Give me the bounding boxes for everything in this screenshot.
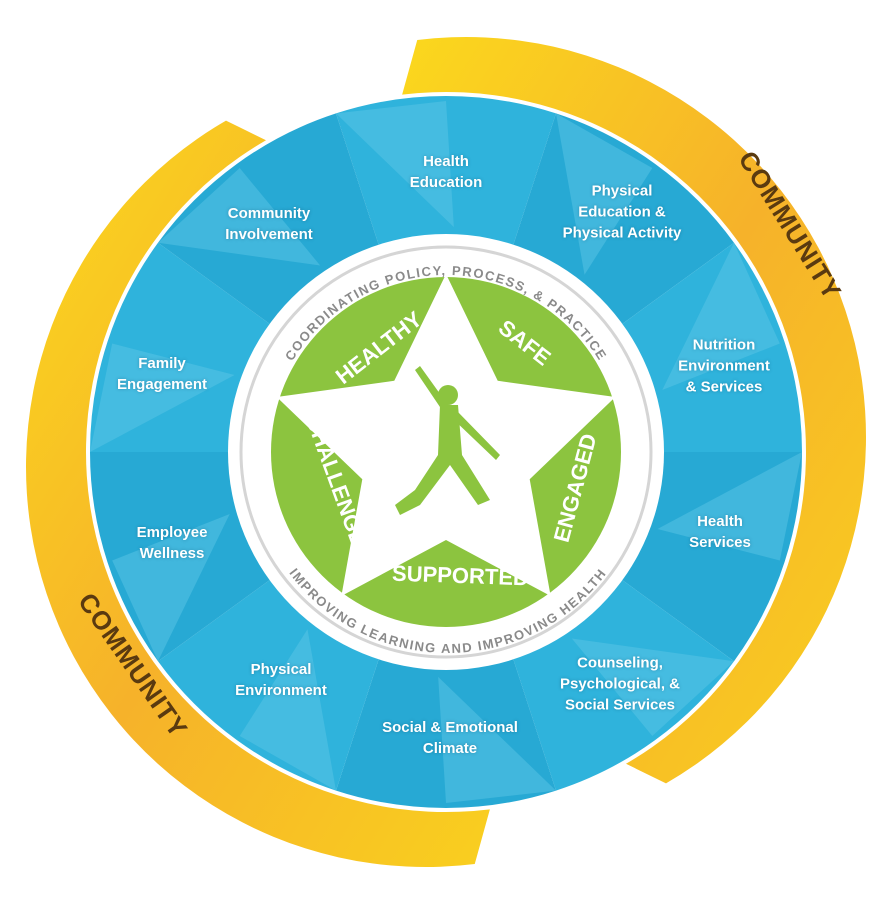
segment-nutrition: Nutrition Environment & Services — [678, 336, 770, 396]
segment-highlight — [556, 113, 653, 275]
inner-ring-line — [239, 245, 653, 659]
segment-family-engagement: Family Engagement — [116, 355, 207, 393]
star-word-supported: SUPPORTED — [391, 560, 530, 591]
segment-social-emotional-climate: Social & Emotional Climate — [382, 719, 518, 757]
segment-highlight — [112, 514, 230, 662]
segment-highlight — [438, 676, 557, 803]
segment-highlight — [157, 168, 321, 266]
segment-highlight — [90, 343, 235, 452]
segment-highlight — [335, 101, 454, 228]
segment-employee-wellness: Employee Wellness — [136, 524, 208, 562]
segment-physical-education: Physical Education & Physical Activity — [562, 182, 682, 242]
segment-health-services: Health Services — [689, 513, 751, 551]
community-arc-bottom — [25, 120, 490, 867]
segment-physical-environment: Physical Environment — [235, 661, 327, 699]
segment-highlight — [571, 638, 735, 736]
jumping-figure-icon — [395, 366, 500, 515]
segment-highlight — [662, 242, 780, 390]
segment-counseling: Counseling, Psychological, & Social Serv… — [559, 654, 681, 714]
segment-highlight — [239, 629, 336, 791]
segment-highlight — [657, 452, 802, 561]
segment-health-education: Health Education — [409, 153, 483, 191]
segment-community-involvement: Community Involvement — [225, 205, 313, 243]
community-arc-top — [402, 37, 866, 784]
